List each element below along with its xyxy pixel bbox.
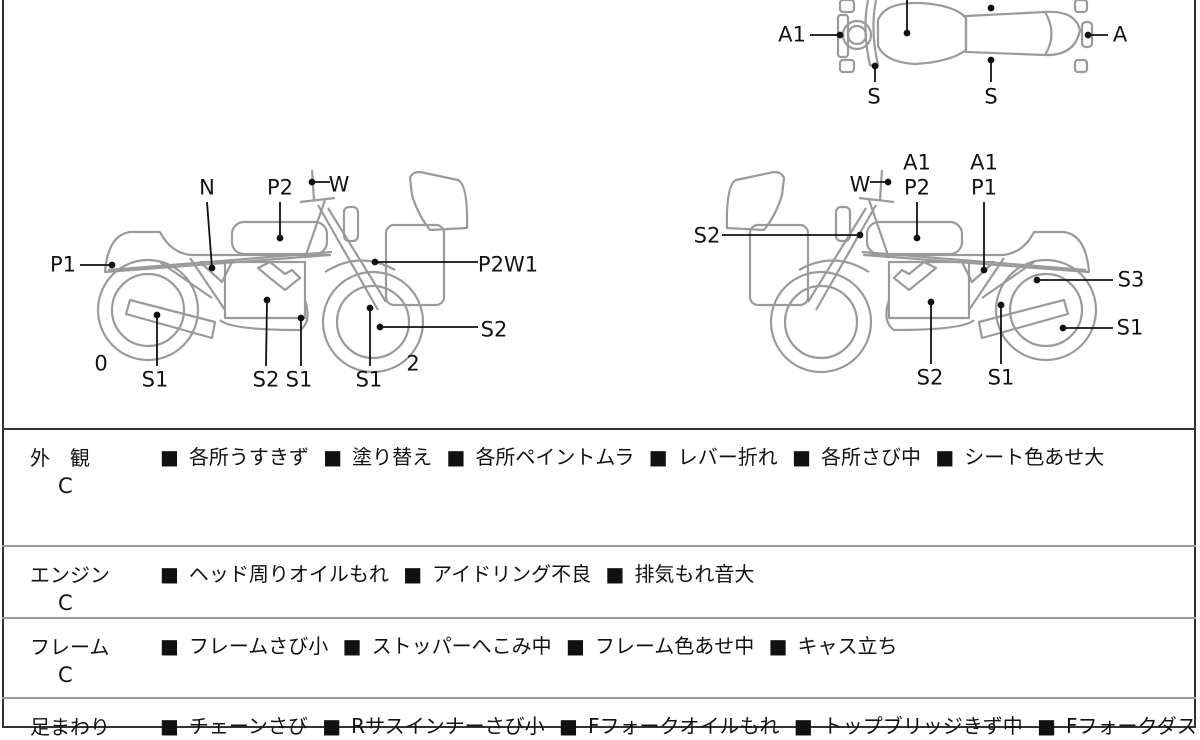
finding: キャス立ち [797,634,898,658]
left-label: P1 [49,252,77,277]
top-label: S [984,84,998,109]
finding: 各所さび中 [820,445,921,469]
bullet-icon: ■ [160,445,179,469]
findings: ■ チェーンさび ■ Rサスインナーさび小 ■ Fフォークオイルもれ ■ トップブリッジ… [160,710,1200,739]
bullet-icon: ■ [446,445,466,469]
motorcycle-illustrations [80,0,1113,374]
damage-diagram: A1 A S S N P2 W P1 P2W1 S2 0 S1 S2 S1 S1… [49,0,1145,392]
category-label: 足まわり [30,715,110,739]
bullet-icon: ■ [793,714,813,738]
right-side-bike [725,168,1098,374]
bullet-icon: ■ [792,445,811,469]
left-label: S1 [141,367,169,392]
bullet-icon: ■ [160,714,179,738]
bullet-icon: ■ [403,562,423,586]
finding: アイドリング不良 [432,562,592,586]
bullet-icon: ■ [559,714,578,738]
right-label: A1 [970,150,998,175]
left-label: P2 [266,175,294,200]
finding: Fフォークダスト [1065,714,1200,738]
right-label: S2 [916,365,944,390]
top-label: A [1112,22,1128,47]
bullet-icon: ■ [160,562,179,586]
bullet-icon: ■ [1037,714,1056,738]
left-label: S1 [355,367,383,392]
bullet-icon: ■ [342,634,362,658]
finding: 各所ペイントムラ [475,445,635,469]
finding: チェーンさび [188,714,308,738]
finding: ストッパーへこみ中 [371,634,552,658]
right-label: S1 [987,365,1015,390]
bullet-icon: ■ [322,714,342,738]
finding: フレーム色あせ中 [594,634,755,658]
finding: ヘッド周りオイルもれ [188,562,389,586]
left-label: 2 [406,351,420,376]
finding: 各所うすきず [188,445,309,469]
left-label: P2W1 [477,252,539,277]
top-label: A1 [778,22,806,47]
finding: Rサスインナーさび小 [351,714,545,738]
bullet-icon: ■ [935,445,955,469]
findings: ■ フレームさび小 ■ ストッパーへこみ中 ■ フレーム色あせ中 ■ キャス立ち [160,630,906,659]
bullet-icon: ■ [160,634,179,658]
right-label: P2 [903,175,931,200]
right-label: A1 [903,150,931,175]
bullet-icon: ■ [768,634,788,658]
bullet-icon: ■ [565,634,585,658]
findings: ■ ヘッド周りオイルもれ ■ アイドリング不良 ■ 排気もれ音大 [160,558,762,587]
finding: 排気もれ音大 [634,562,755,586]
row-frame: フレーム C ■ フレームさび小 ■ ストッパーへこみ中 ■ フレーム色あせ中 ■ キャ… [2,617,1196,697]
row-suspension: 足まわり ■ チェーンさび ■ Rサスインナーさび小 ■ Fフォークオイルもれ ■ トッ… [2,697,1200,739]
grade: C [58,591,73,615]
left-label: N [199,175,215,200]
category-label: 外 観 [30,446,90,470]
finding: Fフォークオイルもれ [587,714,780,738]
left-label: W [328,172,350,197]
category-label: エンジン [30,563,110,587]
left-label: 0 [94,351,108,376]
left-label: S1 [285,367,313,392]
right-label: W [849,172,871,197]
finding: フレームさび小 [188,634,329,658]
right-label: P1 [970,175,998,200]
left-label: S2 [480,317,508,342]
right-label: S3 [1117,267,1145,292]
right-label: S1 [1116,315,1144,340]
left-label: S2 [252,367,280,392]
grade: C [58,474,73,498]
finding: レバー折れ [677,445,778,469]
right-label: S2 [693,223,721,248]
top-view-bike [836,0,1094,74]
inspection-table: 外 観 C ■ 各所うすきず ■ 塗り替え ■ 各所ペイントムラ ■ レバー折れ ■ 各所… [2,428,1200,739]
bullet-icon: ■ [648,445,668,469]
bullet-icon: ■ [323,445,343,469]
finding: 塗り替え [352,445,433,469]
row-exterior: 外 観 C ■ 各所うすきず ■ 塗り替え ■ 各所ペイントムラ ■ レバー折れ ■ 各所… [2,428,1196,545]
grade: C [58,663,73,687]
finding: シート色あせ大 [964,445,1105,469]
top-label: S [867,84,881,109]
row-engine: エンジン C ■ ヘッド周りオイルもれ ■ アイドリング不良 ■ 排気もれ音大 [2,545,1196,617]
findings: ■ 各所うすきず ■ 塗り替え ■ 各所ペイントムラ ■ レバー折れ ■ 各所さび中 ■ シ… [160,441,1112,470]
category-label: フレーム [30,635,110,659]
left-side-bike [96,168,469,374]
finding: トップブリッジきず中 [822,714,1023,738]
bullet-icon: ■ [605,562,625,586]
